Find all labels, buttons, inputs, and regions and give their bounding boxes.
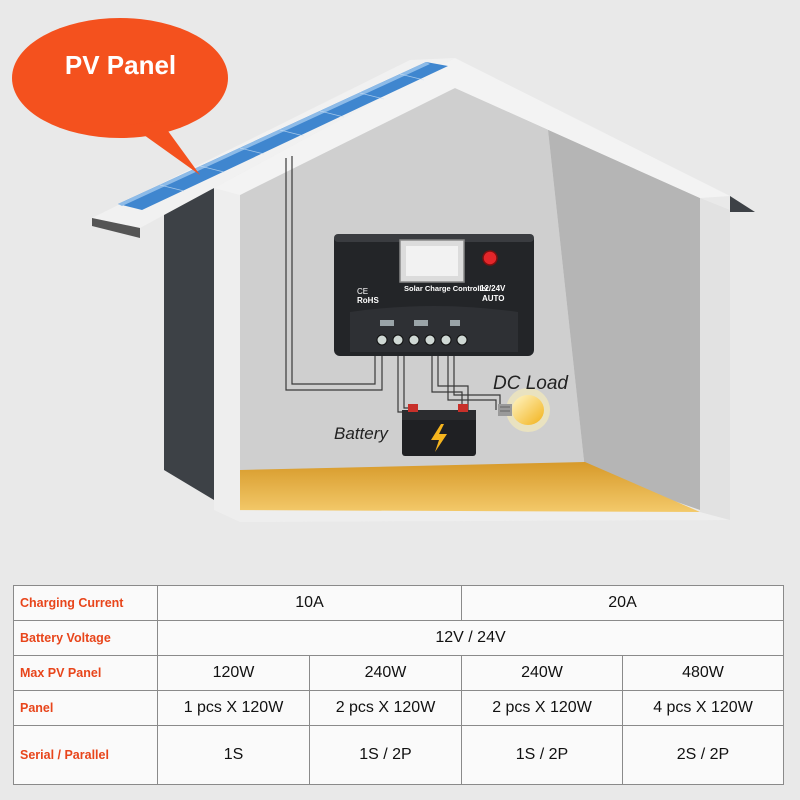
light-bulb-icon — [498, 388, 550, 432]
wiring — [285, 156, 501, 413]
row-label-panel: Panel — [13, 690, 158, 726]
row-label-battery-voltage: Battery Voltage — [13, 620, 158, 656]
table-cell: 1 pcs X 120W — [157, 690, 310, 726]
table-cell: 2 pcs X 120W — [309, 690, 462, 726]
pv-panel-callout — [12, 18, 228, 175]
table-row: Serial / Parallel 1S 1S / 2P 1S / 2P 2S … — [13, 725, 784, 785]
table-cell: 20A — [461, 585, 784, 621]
table-row: Max PV Panel 120W 240W 240W 480W — [13, 655, 784, 691]
table-cell: 480W — [622, 655, 784, 691]
table-cell: 12V / 24V — [157, 620, 784, 656]
table-cell: 1S — [157, 725, 310, 785]
table-row: Panel 1 pcs X 120W 2 pcs X 120W 2 pcs X … — [13, 690, 784, 726]
row-label-serial-parallel: Serial / Parallel — [13, 725, 158, 785]
table-cell: 4 pcs X 120W — [622, 690, 784, 726]
table-cell: 2S / 2P — [622, 725, 784, 785]
exterior-left-wall — [164, 188, 214, 500]
controller-terminals — [376, 334, 468, 346]
house-diagram — [12, 18, 755, 522]
front-frame-bottom — [214, 510, 730, 522]
pv-panel-callout-label: PV Panel — [64, 50, 177, 80]
ce-mark: CE — [357, 287, 369, 296]
spec-table: Charging Current 10A 20A Battery Voltage… — [13, 585, 784, 785]
front-frame-left — [214, 176, 240, 520]
charge-controller — [334, 234, 534, 356]
roof-edge — [92, 218, 140, 238]
battery-icon — [402, 404, 476, 456]
controller-voltage: 12/24V — [480, 284, 506, 293]
interior-right-wall — [455, 88, 700, 510]
table-cell: 240W — [461, 655, 623, 691]
table-cell: 1S / 2P — [309, 725, 462, 785]
rohs-mark: RoHS — [357, 296, 379, 305]
front-frame-roof — [214, 58, 730, 198]
table-cell: 2 pcs X 120W — [461, 690, 623, 726]
table-cell: 1S / 2P — [461, 725, 623, 785]
table-cell: 240W — [309, 655, 462, 691]
controller-title: Solar Charge Controller — [404, 284, 489, 293]
front-frame-right — [700, 198, 730, 520]
floor — [240, 462, 700, 512]
battery-label: Battery — [334, 424, 388, 443]
row-label-charging-current: Charging Current — [13, 585, 158, 621]
table-row: Battery Voltage 12V / 24V — [13, 620, 784, 656]
dc-load-label: DC Load — [493, 373, 568, 394]
table-row: Charging Current 10A 20A — [13, 585, 784, 621]
controller-mode: AUTO — [482, 294, 505, 303]
table-cell: 120W — [157, 655, 310, 691]
table-cell: 10A — [157, 585, 462, 621]
row-label-max-pv-panel: Max PV Panel — [13, 655, 158, 691]
right-eave — [730, 196, 755, 212]
